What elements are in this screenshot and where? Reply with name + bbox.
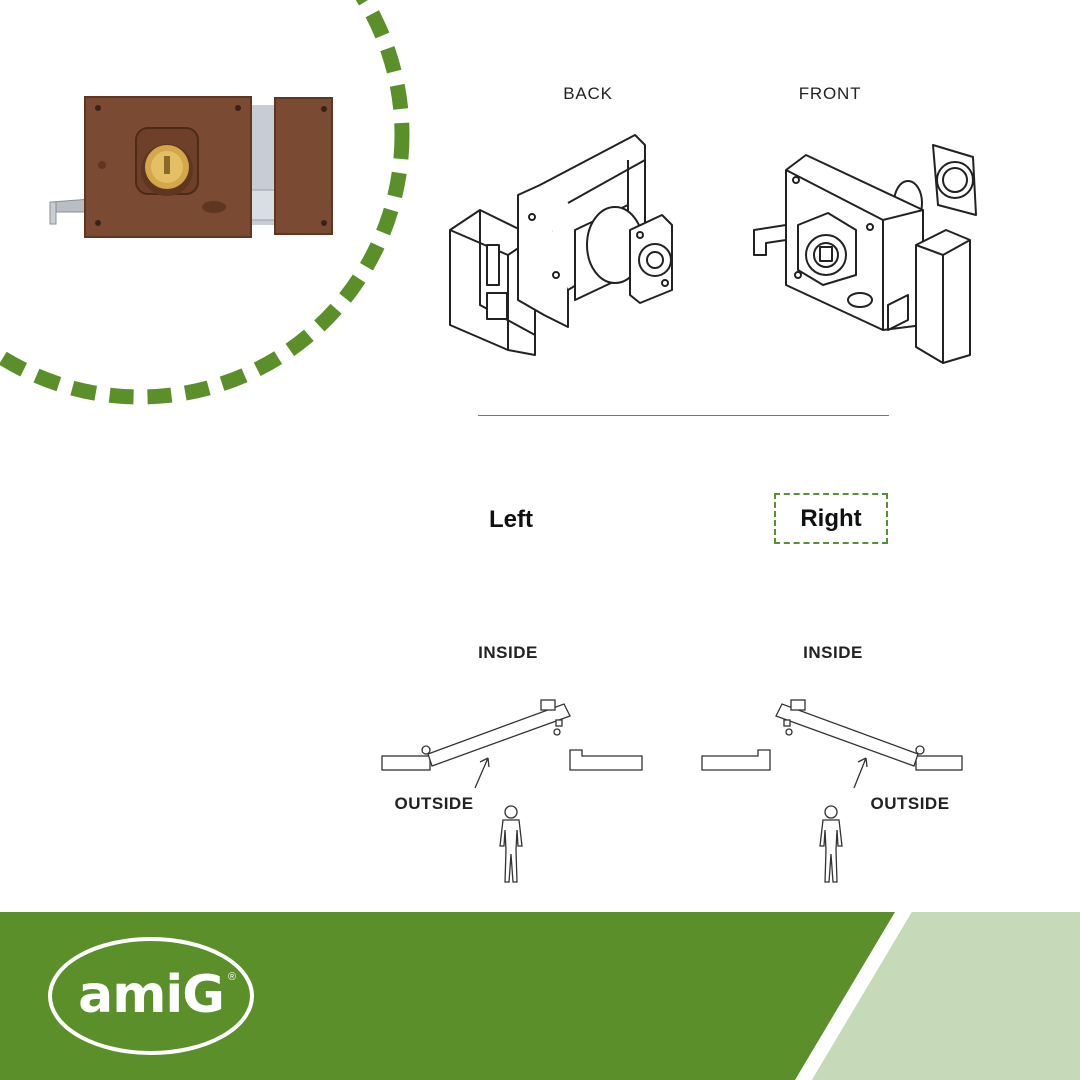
logo-text: amiG (78, 965, 225, 1025)
left-inside-label: INSIDE (478, 643, 538, 662)
back-label: BACK (563, 84, 613, 103)
front-exploded-view-diagram (753, 144, 977, 364)
front-label: FRONT (798, 84, 862, 103)
left-outside-label: OUTSIDE (394, 794, 474, 813)
right-option-selected: Right (774, 493, 888, 544)
right-option-label: Right (800, 504, 862, 532)
left-option-label: Left (489, 506, 533, 533)
right-inside-label: INSIDE (803, 643, 863, 662)
dashed-circle-decoration (0, 0, 410, 405)
lock-product-image (49, 96, 333, 238)
registered-mark: ® (228, 971, 237, 983)
left-door-opening-diagram (381, 699, 643, 883)
right-door-opening-diagram (701, 699, 963, 883)
right-outside-label: OUTSIDE (870, 794, 950, 813)
amig-logo: amiG ® (46, 935, 256, 1057)
back-exploded-view-diagram (449, 134, 673, 356)
section-divider (478, 415, 889, 416)
